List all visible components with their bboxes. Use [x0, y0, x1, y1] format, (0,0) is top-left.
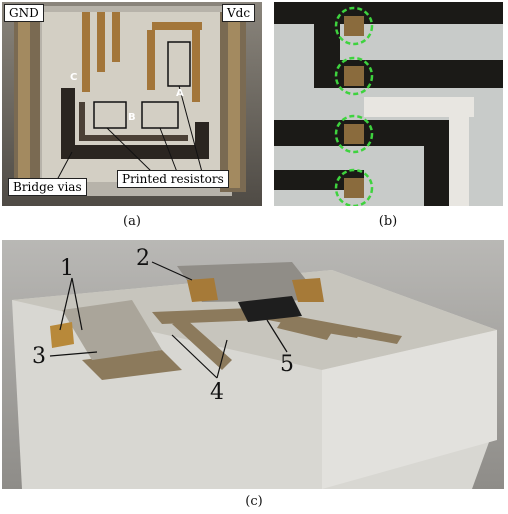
- bridge-vias-label: Bridge vias: [8, 178, 87, 196]
- caption-b: (b): [378, 214, 398, 229]
- callout-4: 4: [210, 380, 224, 405]
- gnd-label: GND: [4, 4, 44, 22]
- photo-panel-c: 1 2 3 4 5: [2, 240, 504, 489]
- printed-block-view: [2, 240, 504, 489]
- photo-panel-a: GND Vdc Bridge vias Printed resistors A …: [2, 2, 262, 206]
- printed-resistors-label: Printed resistors: [117, 170, 229, 188]
- callout-5: 5: [280, 352, 294, 377]
- marker-c: C: [70, 72, 78, 83]
- callout-2: 2: [136, 246, 150, 271]
- circuit-top-view: [2, 2, 262, 206]
- marker-b: B: [128, 112, 136, 123]
- photo-panel-b: [274, 2, 503, 206]
- via-closeup: [274, 2, 503, 206]
- vdc-label: Vdc: [222, 4, 256, 22]
- marker-a: A: [176, 88, 184, 99]
- caption-a: (a): [123, 214, 141, 229]
- callout-3: 3: [32, 344, 46, 369]
- callout-1: 1: [60, 256, 74, 281]
- caption-c: (c): [245, 494, 263, 509]
